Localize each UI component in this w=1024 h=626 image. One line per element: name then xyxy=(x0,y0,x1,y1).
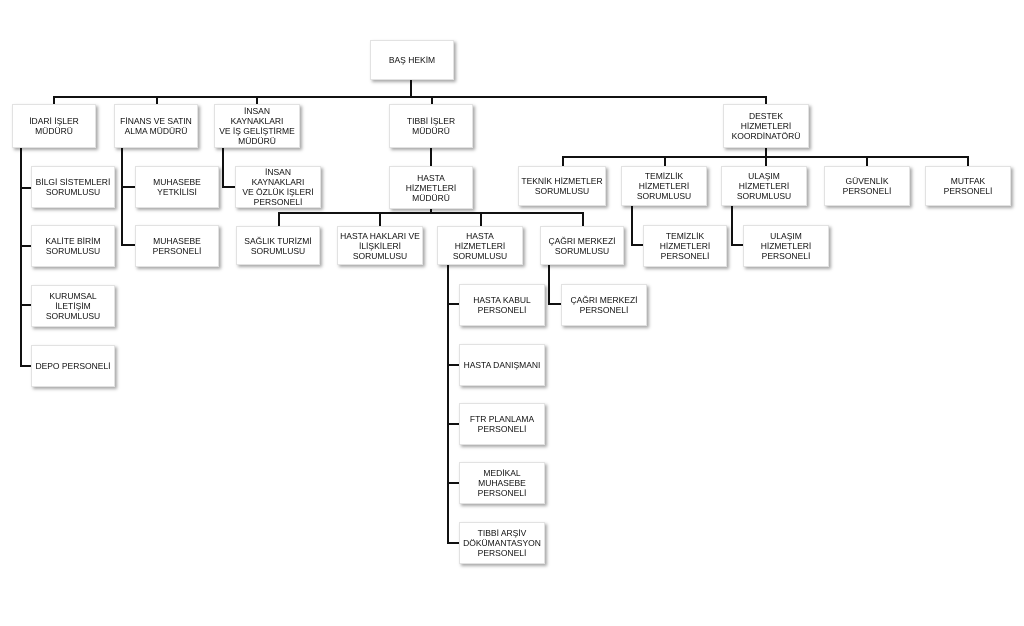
node-hasta-haklari-sorumlusu: HASTA HAKLARI VE İLİŞKİLERİ SORUMLUSU xyxy=(337,226,423,265)
node-finans-satin-alma-muduru: FİNANS VE SATIN ALMA MÜDÜRÜ xyxy=(114,104,198,148)
node-kalite-birim-sorumlusu: KALİTE BİRİM SORUMLUSU xyxy=(31,225,115,267)
connector-line xyxy=(548,265,550,305)
node-hasta-hizmetleri-muduru: HASTA HİZMETLERİ MÜDÜRÜ xyxy=(389,166,473,209)
connector-line xyxy=(20,187,31,189)
connector-line xyxy=(121,148,123,246)
node-saglik-turizmi-sorumlusu: SAĞLIK TURİZMİ SORUMLUSU xyxy=(236,226,320,265)
connector-line xyxy=(967,156,969,166)
connector-line xyxy=(631,244,643,246)
connector-line xyxy=(430,148,432,166)
node-bilgi-sistemleri-sorumlusu: BİLGİ SİSTEMLERİ SORUMLUSU xyxy=(31,166,115,208)
connector-line xyxy=(731,206,733,246)
connector-line xyxy=(431,96,433,104)
node-cagri-merkezi-sorumlusu: ÇAĞRI MERKEZİ SORUMLUSU xyxy=(540,226,624,265)
connector-line xyxy=(765,156,767,166)
connector-line xyxy=(447,364,459,366)
connector-line xyxy=(430,209,432,214)
node-ulasim-hizmetleri-personeli: ULAŞIM HİZMETLERİ PERSONELİ xyxy=(743,225,829,267)
node-ulasim-hizmetleri-sorumlusu: ULAŞIM HİZMETLERİ SORUMLUSU xyxy=(721,166,807,206)
connector-line xyxy=(379,212,381,226)
connector-line xyxy=(53,96,55,104)
connector-line xyxy=(20,148,22,367)
connector-line xyxy=(447,542,459,544)
connector-line xyxy=(121,244,135,246)
connector-line xyxy=(20,365,31,367)
node-hasta-kabul-personeli: HASTA KABUL PERSONELİ xyxy=(459,284,545,326)
connector-line xyxy=(222,186,235,188)
node-kurumsal-iletisim-sorumlusu: KURUMSAL İLETİŞİM SORUMLUSU xyxy=(31,285,115,327)
connector-line xyxy=(582,212,584,226)
connector-line xyxy=(222,148,224,188)
connector-line xyxy=(447,482,459,484)
node-tibbi-isler-muduru: TIBBİ İŞLER MÜDÜRÜ xyxy=(389,104,473,148)
connector-line xyxy=(156,96,158,104)
connector-line xyxy=(548,303,561,305)
node-hasta-danismani: HASTA DANIŞMANI xyxy=(459,344,545,386)
node-mutfak-personeli: MUTFAK PERSONELİ xyxy=(925,166,1011,206)
connector-line xyxy=(20,245,31,247)
node-muhasebe-personeli: MUHASEBE PERSONELİ xyxy=(135,225,219,267)
connector-line xyxy=(53,96,766,98)
connector-line xyxy=(410,80,412,97)
connector-line xyxy=(121,186,135,188)
connector-line xyxy=(664,156,666,166)
connector-line xyxy=(20,304,31,306)
node-teknik-hizmetler-sorumlusu: TEKNİK HİZMETLER SORUMLUSU xyxy=(518,166,606,206)
connector-line xyxy=(731,244,743,246)
node-guvenlik-personeli: GÜVENLİK PERSONELİ xyxy=(824,166,910,206)
connector-line xyxy=(480,212,482,226)
node-destek-hizmetleri-koordinatoru: DESTEK HİZMETLERİ KOORDİNATÖRÜ xyxy=(723,104,809,148)
connector-line xyxy=(278,212,280,226)
node-temizlik-hizmetleri-sorumlusu: TEMİZLİK HİZMETLERİ SORUMLUSU xyxy=(621,166,707,206)
connector-line xyxy=(866,156,868,166)
node-depo-personeli: DEPO PERSONELİ xyxy=(31,345,115,387)
node-temizlik-hizmetleri-personeli: TEMİZLİK HİZMETLERİ PERSONELİ xyxy=(643,225,727,267)
connector-line xyxy=(447,423,459,425)
node-idari-isler-muduru: İDARİ İŞLER MÜDÜRÜ xyxy=(12,104,96,148)
node-cagri-merkezi-personeli: ÇAĞRI MERKEZİ PERSONELİ xyxy=(561,284,647,326)
node-tibbi-arsiv-personeli: TIBBİ ARŞİV DÖKÜMANTASYON PERSONELİ xyxy=(459,522,545,564)
node-insan-kaynaklari-muduru: İNSAN KAYNAKLARI VE İŞ GELİŞTİRME MÜDÜRÜ xyxy=(214,104,300,148)
node-medikal-muhasebe-personeli: MEDİKAL MUHASEBE PERSONELİ xyxy=(459,462,545,504)
connector-line xyxy=(765,148,767,157)
connector-line xyxy=(631,206,633,246)
node-insan-kaynaklari-personeli: İNSAN KAYNAKLARI VE ÖZLÜK İŞLERİ PERSONE… xyxy=(235,166,321,208)
connector-line xyxy=(562,156,564,166)
connector-line xyxy=(278,212,583,214)
node-muhasebe-yetkilisi: MUHASEBE YETKİLİSİ xyxy=(135,166,219,208)
connector-line xyxy=(447,265,449,544)
node-ftr-planlama-personeli: FTR PLANLAMA PERSONELİ xyxy=(459,403,545,445)
connector-line xyxy=(765,96,767,104)
connector-line xyxy=(447,303,459,305)
connector-line xyxy=(256,96,258,104)
node-hasta-hizmetleri-sorumlusu: HASTA HİZMETLERİ SORUMLUSU xyxy=(437,226,523,265)
node-bas-hekim: BAŞ HEKİM xyxy=(370,40,454,80)
